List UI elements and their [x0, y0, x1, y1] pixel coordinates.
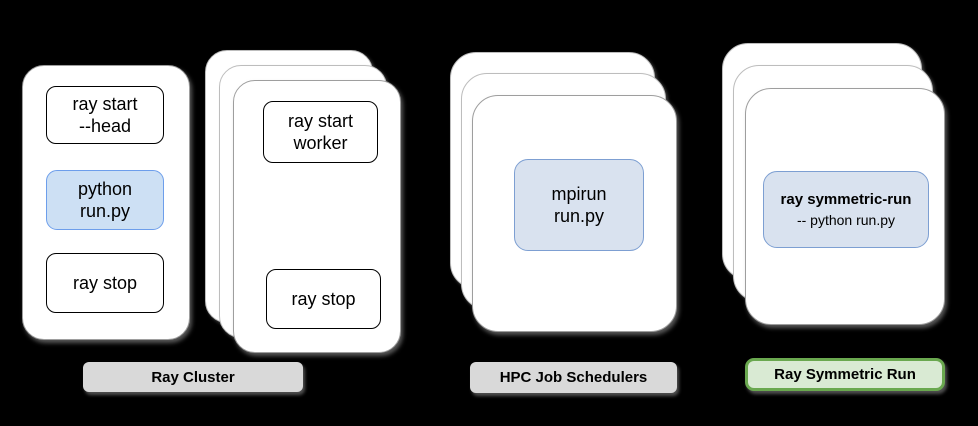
- worker-card-front: ray start worker ray stop: [233, 80, 401, 353]
- mpirun-box-text: mpirun run.py: [551, 184, 607, 226]
- ray-start-worker-box: ray start worker: [263, 101, 378, 163]
- symmetric-run-box-subtitle: -- python run.py: [796, 211, 896, 228]
- symmetric-run-box: ray symmetric-run -- python run.py: [763, 171, 929, 248]
- worker-ray-stop-box: ray stop: [266, 269, 381, 329]
- ray-symmetric-run-label: Ray Symmetric Run: [745, 358, 945, 391]
- head-node-card: ray start --head python run.py ray stop: [22, 65, 190, 340]
- python-run-box: python run.py: [46, 170, 164, 230]
- head-ray-stop-box: ray stop: [46, 253, 164, 313]
- symmetric-card-front: ray symmetric-run -- python run.py: [745, 88, 945, 325]
- ray-cluster-label: Ray Cluster: [83, 362, 303, 392]
- hpc-job-schedulers-label: HPC Job Schedulers: [470, 362, 677, 393]
- symmetric-run-box-title: ray symmetric-run: [780, 190, 912, 208]
- mpirun-box: mpirun run.py: [514, 159, 644, 251]
- hpc-card-front: mpirun run.py: [472, 95, 677, 332]
- ray-start-head-box: ray start --head: [46, 86, 164, 144]
